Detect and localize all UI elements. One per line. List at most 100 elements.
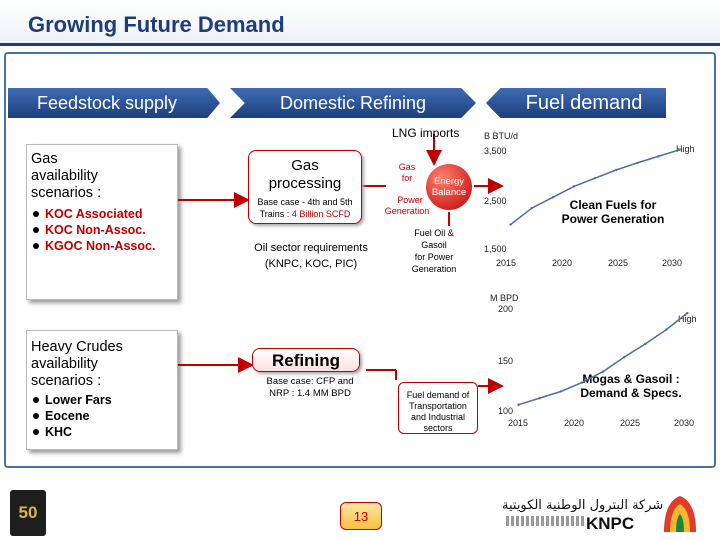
oil-sector-line-2: (KNPC, KOC, PIC) [264,258,358,270]
chart1-ylabel: B BTU/d [484,131,519,141]
gas-availability-box: Gas availability scenarios : KOC Associa… [26,144,178,300]
slide-frame [4,52,716,468]
chart2-xtick: 2020 [564,418,585,428]
refining-node: Refining [252,348,360,372]
gas-processing-title-1: Gas [291,157,319,174]
gas-box-item: KOC Non-Assoc. [33,223,146,237]
bullet-icon [33,243,39,249]
chart2-caption-2: Demand & Specs. [580,386,682,400]
gas-processing-title-2: processing [268,175,342,192]
bullet-icon [33,413,39,419]
data-point [572,185,576,188]
anniversary-logo: 50 [10,490,46,536]
domestic-refining-banner: Domestic Refining [230,88,476,118]
energy-balance-line-2: Balance [431,187,467,198]
power-label-2: Generation [384,206,430,216]
gas-box-item-label: KGOC Non-Assoc. [45,239,156,253]
chart1-caption-1: Clean Fuels for [569,198,657,212]
gas-box-item: KGOC Non-Assoc. [33,239,155,253]
gas-for-label-1: Gas [398,162,416,172]
fuel-oil-line-1: Fuel Oil & [414,228,454,238]
series-line [510,149,680,226]
gas-box-title-3: scenarios : [31,185,102,201]
heavy-box-item-label: Eocene [45,409,90,423]
chart1-xtick: 2025 [608,258,629,268]
heavy-box-item: Lower Fars [33,393,112,407]
chart1-xtick: 2030 [662,258,683,268]
fuel-oil-line-2: Gasoil [421,240,447,250]
fuel-demand-line-3: and Industrial [410,412,466,422]
knpc-subtitle [506,516,586,526]
gas-for-label-2: for [401,173,413,183]
gas-processing-base-1: Base case - 4th and 5th [257,197,353,207]
title-bar: Growing Future Demand [0,0,720,46]
series-line [518,312,688,406]
data-point [622,356,626,359]
gas-box-item-label: KOC Non-Assoc. [45,223,146,237]
chart2-ytick: 200 [498,304,514,314]
data-point [509,223,512,226]
chart2-xtick: 2030 [674,418,695,428]
data-point [551,196,554,199]
heavy-box-title-3: scenarios : [31,373,102,389]
heavy-box-title-1: Heavy Crudes [31,339,123,355]
data-point [593,176,597,180]
oil-sector-node: Oil sector requirements (KNPC, KOC, PIC) [240,232,382,276]
page-title: Growing Future Demand [28,12,285,37]
energy-balance-circle: Energy Balance [426,164,472,210]
data-point [644,342,647,346]
fuel-demand-banner: Fuel demand [486,88,666,118]
chart1-ytick: 3,500 [484,146,507,156]
data-point [559,390,562,393]
chart2-xtick: 2015 [508,418,529,428]
chart1-xtick: 2020 [552,258,573,268]
page-number: 13 [340,502,382,530]
data-point [538,396,541,400]
chart2-ytick: 150 [498,356,514,366]
data-point [517,403,520,406]
gas-box-item: KOC Associated [33,207,142,221]
gas-box-title-1: Gas [31,151,58,167]
data-point [614,168,618,172]
fuel-oil-line-4: Generation [411,264,457,274]
heavy-box-item: Eocene [33,409,89,423]
fuel-demand-line-1: Fuel demand of [406,390,470,400]
chart1-ytick: 1,500 [484,244,507,254]
data-point [601,370,605,373]
fuel-demand-line-2: Transportation [409,401,467,411]
data-point [657,155,660,158]
bullet-icon [33,397,39,403]
knpc-wordmark: KNPC [586,514,635,533]
clean-fuels-chart [509,148,681,226]
gas-processing-base-2: Trains : 4 Billion SCFD [249,209,361,219]
mogas-gasoil-chart [517,311,689,406]
energy-balance-line-1: Energy [433,176,465,187]
heavy-box-item: KHC [33,425,72,439]
data-point [580,381,584,384]
data-point [686,311,689,315]
bullet-icon [33,429,39,435]
lng-imports-label: LNG imports [392,126,460,140]
heavy-box-title-2: availability [31,356,98,372]
gas-processing-base-prefix: Trains : [259,209,292,219]
chart2-xtick: 2025 [620,418,641,428]
heavy-box-item-label: KHC [45,425,73,439]
fuel-demand-node [398,382,478,434]
chart1-caption-2: Power Generation [561,212,665,226]
gas-processing-node: Gas processing Base case - 4th and 5th T… [248,150,362,224]
refining-base-1: Base case: CFP and [266,376,354,387]
chart2-ylabel: M BPD [490,293,519,303]
chart1-ytick: 2,500 [484,196,507,206]
bullet-icon [33,227,39,233]
gas-processing-base-value: 4 Billion SCFD [291,209,351,219]
gas-box-item-label: KOC Associated [45,207,143,221]
gas-box-title-2: availability [31,168,98,184]
chart2-caption-1: Mogas & Gasoil : [582,372,680,386]
bullet-icon [33,211,39,217]
chart2-ytick: 100 [498,406,514,416]
refining-title: Refining [272,351,340,370]
feedstock-supply-banner: Feedstock supply [8,88,220,118]
chart2-series-label: High [678,314,697,324]
oil-sector-line-1: Oil sector requirements [254,242,368,254]
fuel-demand-line-4: sectors [423,423,453,433]
